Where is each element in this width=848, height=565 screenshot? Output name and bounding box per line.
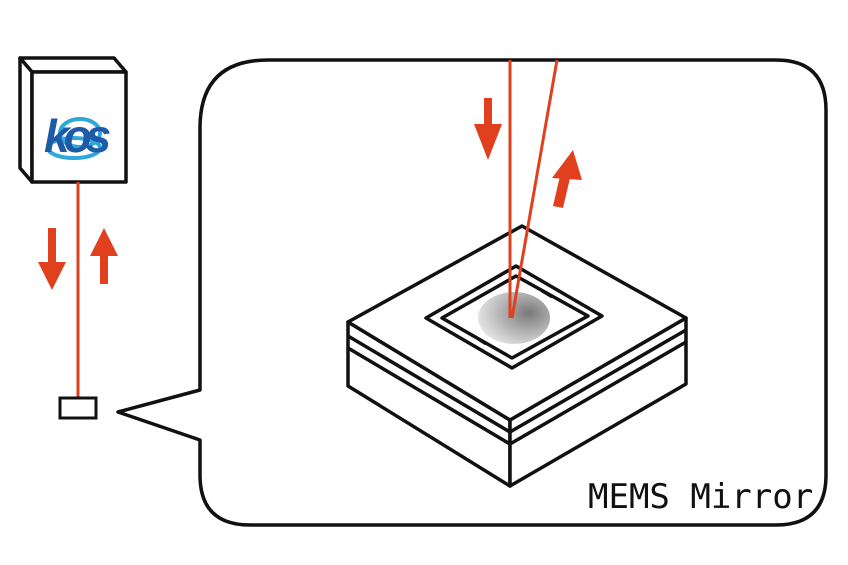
reflected-beam [510, 59, 559, 319]
mirror-disc [478, 292, 550, 344]
incident-arrow-icon [474, 98, 502, 160]
diagram-caption: MEMS Mirror [588, 477, 813, 517]
laser-sensor-box [18, 56, 128, 184]
chip-layer-line [347, 328, 687, 434]
measurement-target [58, 396, 98, 420]
mirror-hinges [477, 289, 553, 346]
sensor-box-front-face [30, 70, 128, 184]
logo-swoosh-inner [58, 117, 102, 149]
up-arrow-icon [90, 228, 118, 284]
logo-text: kos [44, 110, 111, 162]
sensor-box-side-face [18, 56, 34, 184]
logo-swoosh [46, 136, 102, 160]
kos-logo: kos [44, 110, 117, 162]
sensor-box-top-face [18, 56, 128, 74]
chip-layer-line-2 [347, 340, 687, 446]
down-arrow-icon [38, 228, 66, 290]
reflected-arrow-icon [552, 150, 582, 208]
